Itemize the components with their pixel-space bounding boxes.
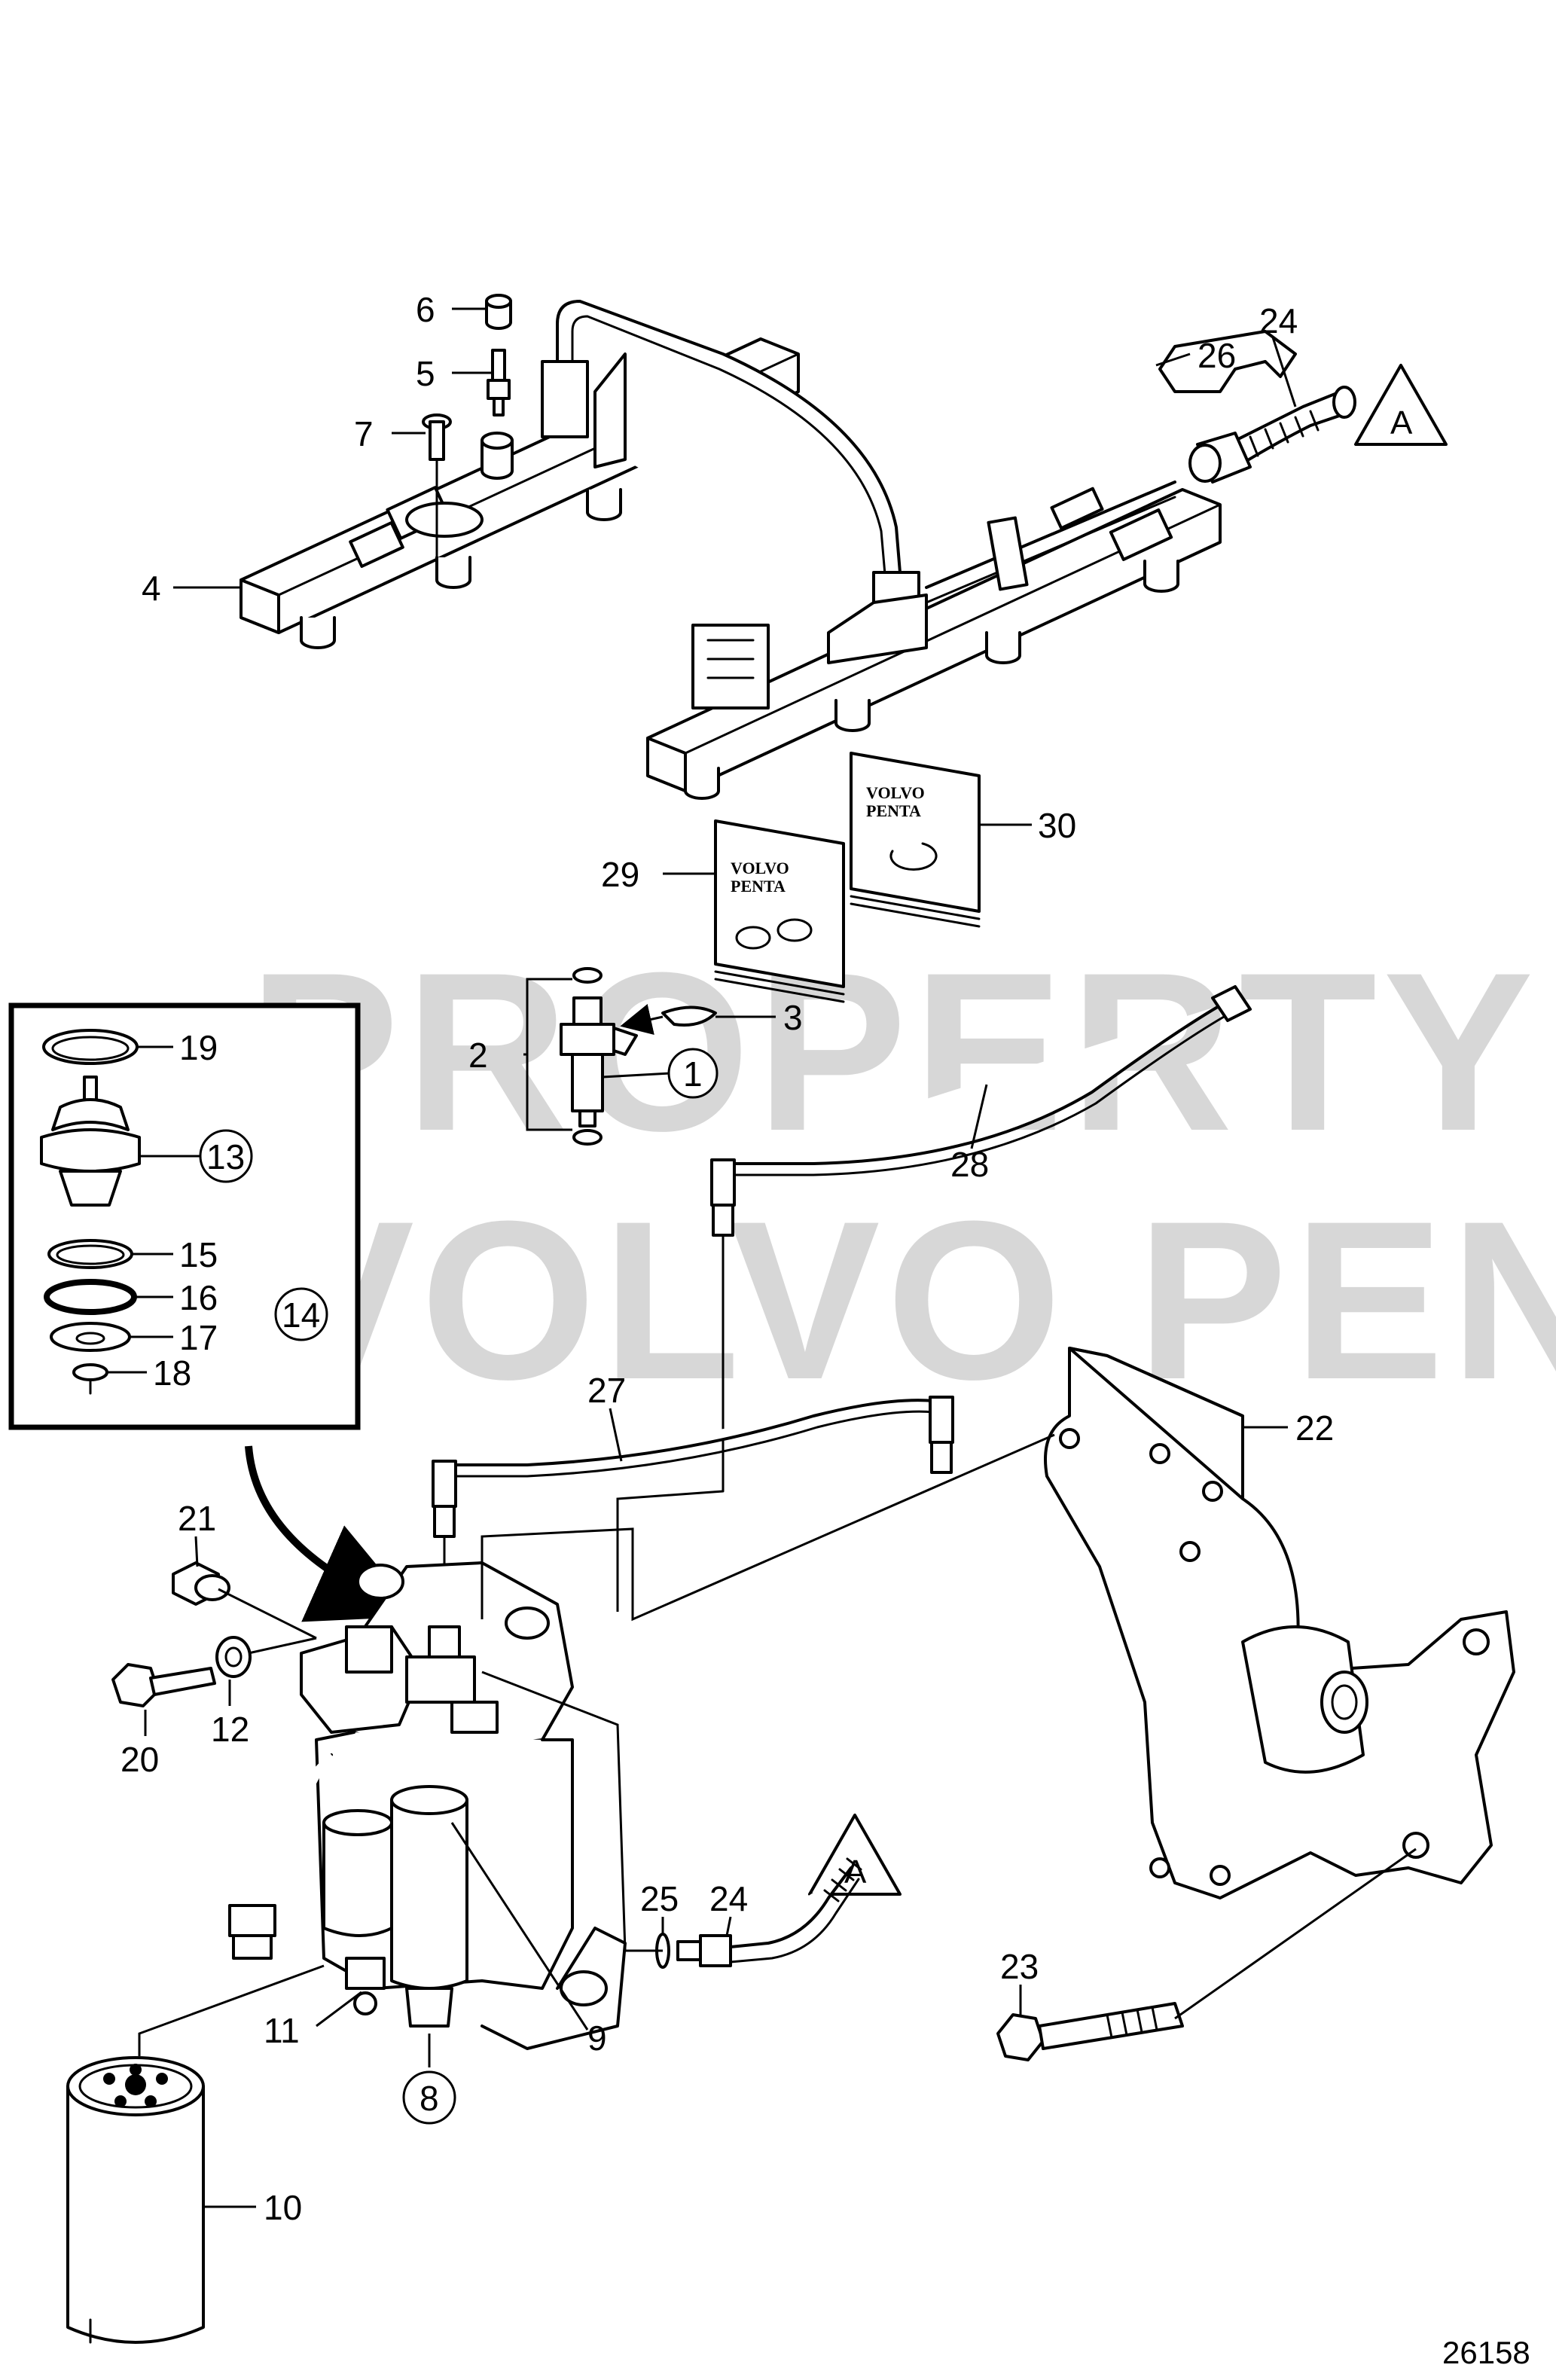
callout-1-circle [667, 1048, 719, 1099]
callout-19: 19 [179, 1028, 218, 1067]
watermark: PROPERTY OF VOLVO PENTA [249, 925, 1556, 1426]
leader-21-extra [218, 1588, 317, 1640]
callout-12: 12 [211, 1710, 249, 1749]
callout-24a: 24 [1259, 301, 1298, 340]
rail-feed-line [925, 481, 1176, 604]
fuel-rail-right [646, 488, 1222, 800]
callout-27: 27 [587, 1371, 626, 1410]
plug-21 [172, 1561, 230, 1606]
kit-30-brand-line2: PENTA [866, 801, 921, 820]
o-ring-15 [47, 1239, 133, 1269]
pump-connector-drain [345, 1957, 386, 2015]
callout-14: 14 [282, 1295, 320, 1335]
kit-29-brand-line1: VOLVO [731, 859, 789, 877]
valve-body [481, 432, 514, 480]
callout-8: 8 [420, 2079, 439, 2118]
crossover-pipe [541, 300, 928, 664]
callout-6: 6 [416, 290, 435, 329]
fuel-pressure-regulator [40, 1076, 141, 1207]
callout-30: 30 [1038, 806, 1076, 845]
callout-25: 25 [640, 1879, 679, 1918]
callout-11: 11 [264, 2011, 300, 2050]
kit-booklet-29: VOLVO PENTA [714, 819, 845, 1003]
leader-12-extra [248, 1637, 317, 1655]
braided-hose-top [1188, 386, 1356, 484]
injector-clip [620, 1003, 717, 1035]
sealing-washer-12 [215, 1636, 252, 1678]
kit-29-brand-line2: PENTA [731, 877, 786, 896]
callout-21: 21 [178, 1499, 216, 1538]
callout-9: 9 [587, 2018, 607, 2058]
callout-3: 3 [783, 998, 803, 1037]
wiring-harness [228, 1753, 333, 1960]
callout-2: 2 [468, 1036, 488, 1075]
callout-26: 26 [1198, 336, 1236, 375]
callout-18: 18 [153, 1353, 191, 1393]
callout-23: 23 [1000, 1947, 1039, 1986]
callout-29: 29 [601, 855, 639, 894]
schrader-valve [487, 349, 511, 416]
callout-4: 4 [142, 569, 161, 608]
fuel-line-28 [710, 985, 1252, 1493]
callout-8-circle [402, 2070, 456, 2125]
callout-leaders [107, 307, 1297, 2208]
fuel-filter [66, 2056, 205, 2344]
hose-clip [1158, 330, 1297, 393]
callout-labels: 4 6 5 7 26 24 30 29 2 3 1 19 13 15 16 14… [121, 290, 1530, 2370]
reference-marker-a-top: A [1354, 364, 1448, 446]
callout-24b: 24 [709, 1879, 748, 1918]
callout-22: 22 [1295, 1408, 1334, 1448]
braided-hose-bottom [676, 1857, 862, 1967]
figure-number: 26158 [1442, 2335, 1530, 2370]
callout-13: 13 [206, 1137, 245, 1176]
mounting-bracket [1044, 1347, 1515, 1899]
reference-label-a-top: A [1390, 404, 1413, 441]
callout-14-circle [274, 1287, 328, 1341]
callout-15: 15 [179, 1235, 218, 1274]
callout-5: 5 [416, 354, 435, 393]
filter-screen-17 [50, 1322, 131, 1352]
callout-20: 20 [121, 1740, 159, 1779]
bolt-20 [111, 1663, 216, 1707]
kit-booklet-30: VOLVO PENTA [850, 752, 981, 928]
assembly-lines [481, 1433, 1417, 2020]
callout-16: 16 [179, 1278, 218, 1317]
cap [485, 294, 512, 330]
fuel-pump-canister [390, 1785, 468, 2028]
callout-1: 1 [683, 1054, 703, 1094]
callout-28: 28 [950, 1145, 989, 1184]
callout-7: 7 [354, 414, 374, 453]
reference-marker-a-bottom: A [808, 1814, 902, 1896]
bolt-23 [996, 2002, 1184, 2061]
fuel-pump-motor [322, 1809, 393, 1937]
callout-17: 17 [179, 1318, 218, 1357]
watermark-line2: VOLVO PENTA [264, 1173, 1556, 1426]
retaining-ring [42, 1029, 139, 1065]
kit-30-brand-line1: VOLVO [866, 783, 925, 802]
callout-13-circle [199, 1129, 253, 1183]
bolt-7 [422, 413, 452, 572]
callout-10: 10 [264, 2188, 302, 2227]
fuel-injector [560, 967, 638, 1146]
